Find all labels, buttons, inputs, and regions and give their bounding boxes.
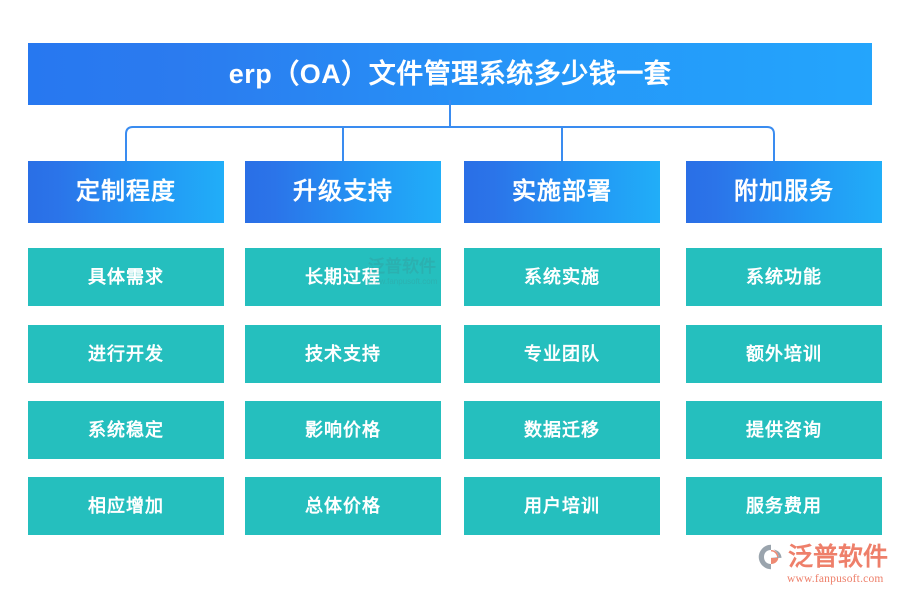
item-label: 技术支持 [305, 344, 381, 364]
item-box[interactable]: 服务费用 [686, 477, 882, 535]
diagram-title-banner: erp（OA）文件管理系统多少钱一套 [28, 43, 872, 105]
item-box[interactable]: 系统功能 [686, 248, 882, 306]
item-box[interactable]: 具体需求 [28, 248, 224, 306]
item-label: 长期过程 [305, 267, 381, 287]
category-header-实施部署[interactable]: 实施部署 [464, 161, 660, 223]
category-header-label: 升级支持 [293, 178, 393, 205]
item-label: 系统稳定 [88, 420, 164, 440]
category-header-定制程度[interactable]: 定制程度 [28, 161, 224, 223]
brand-logo: 泛普软件 www.fanpusoft.com [757, 543, 897, 589]
item-box[interactable]: 用户培训 [464, 477, 660, 535]
item-box[interactable]: 进行开发 [28, 325, 224, 383]
item-label: 用户培训 [524, 496, 600, 516]
item-label: 额外培训 [746, 344, 822, 364]
item-box[interactable]: 技术支持 [245, 325, 441, 383]
item-label: 具体需求 [88, 267, 164, 287]
item-label: 系统功能 [746, 267, 822, 287]
item-label: 提供咨询 [746, 420, 822, 440]
logo-url: www.fanpusoft.com [787, 573, 884, 585]
connector-lines [125, 100, 775, 161]
category-header-label: 附加服务 [734, 178, 834, 205]
item-box[interactable]: 影响价格 [245, 401, 441, 459]
page-title: erp（OA）文件管理系统多少钱一套 [228, 58, 672, 89]
item-label: 服务费用 [746, 496, 822, 516]
logo-row: 泛普软件 [757, 543, 888, 571]
item-label: 影响价格 [305, 420, 381, 440]
item-box[interactable]: 长期过程 [245, 248, 441, 306]
item-label: 相应增加 [88, 496, 164, 516]
item-box[interactable]: 系统稳定 [28, 401, 224, 459]
category-header-升级支持[interactable]: 升级支持 [245, 161, 441, 223]
category-header-label: 定制程度 [76, 178, 176, 205]
item-box[interactable]: 系统实施 [464, 248, 660, 306]
item-box[interactable]: 专业团队 [464, 325, 660, 383]
item-label: 进行开发 [88, 344, 164, 364]
item-box[interactable]: 提供咨询 [686, 401, 882, 459]
item-box[interactable]: 数据迁移 [464, 401, 660, 459]
item-label: 数据迁移 [524, 420, 600, 440]
category-header-label: 实施部署 [512, 178, 612, 205]
item-box[interactable]: 相应增加 [28, 477, 224, 535]
fanpu-swoosh-icon [758, 544, 782, 570]
category-header-附加服务[interactable]: 附加服务 [686, 161, 882, 223]
item-label: 专业团队 [524, 344, 600, 364]
item-label: 总体价格 [305, 496, 381, 516]
logo-name: 泛普软件 [788, 542, 889, 571]
item-box[interactable]: 总体价格 [245, 477, 441, 535]
item-box[interactable]: 额外培训 [686, 325, 882, 383]
item-label: 系统实施 [524, 267, 600, 287]
